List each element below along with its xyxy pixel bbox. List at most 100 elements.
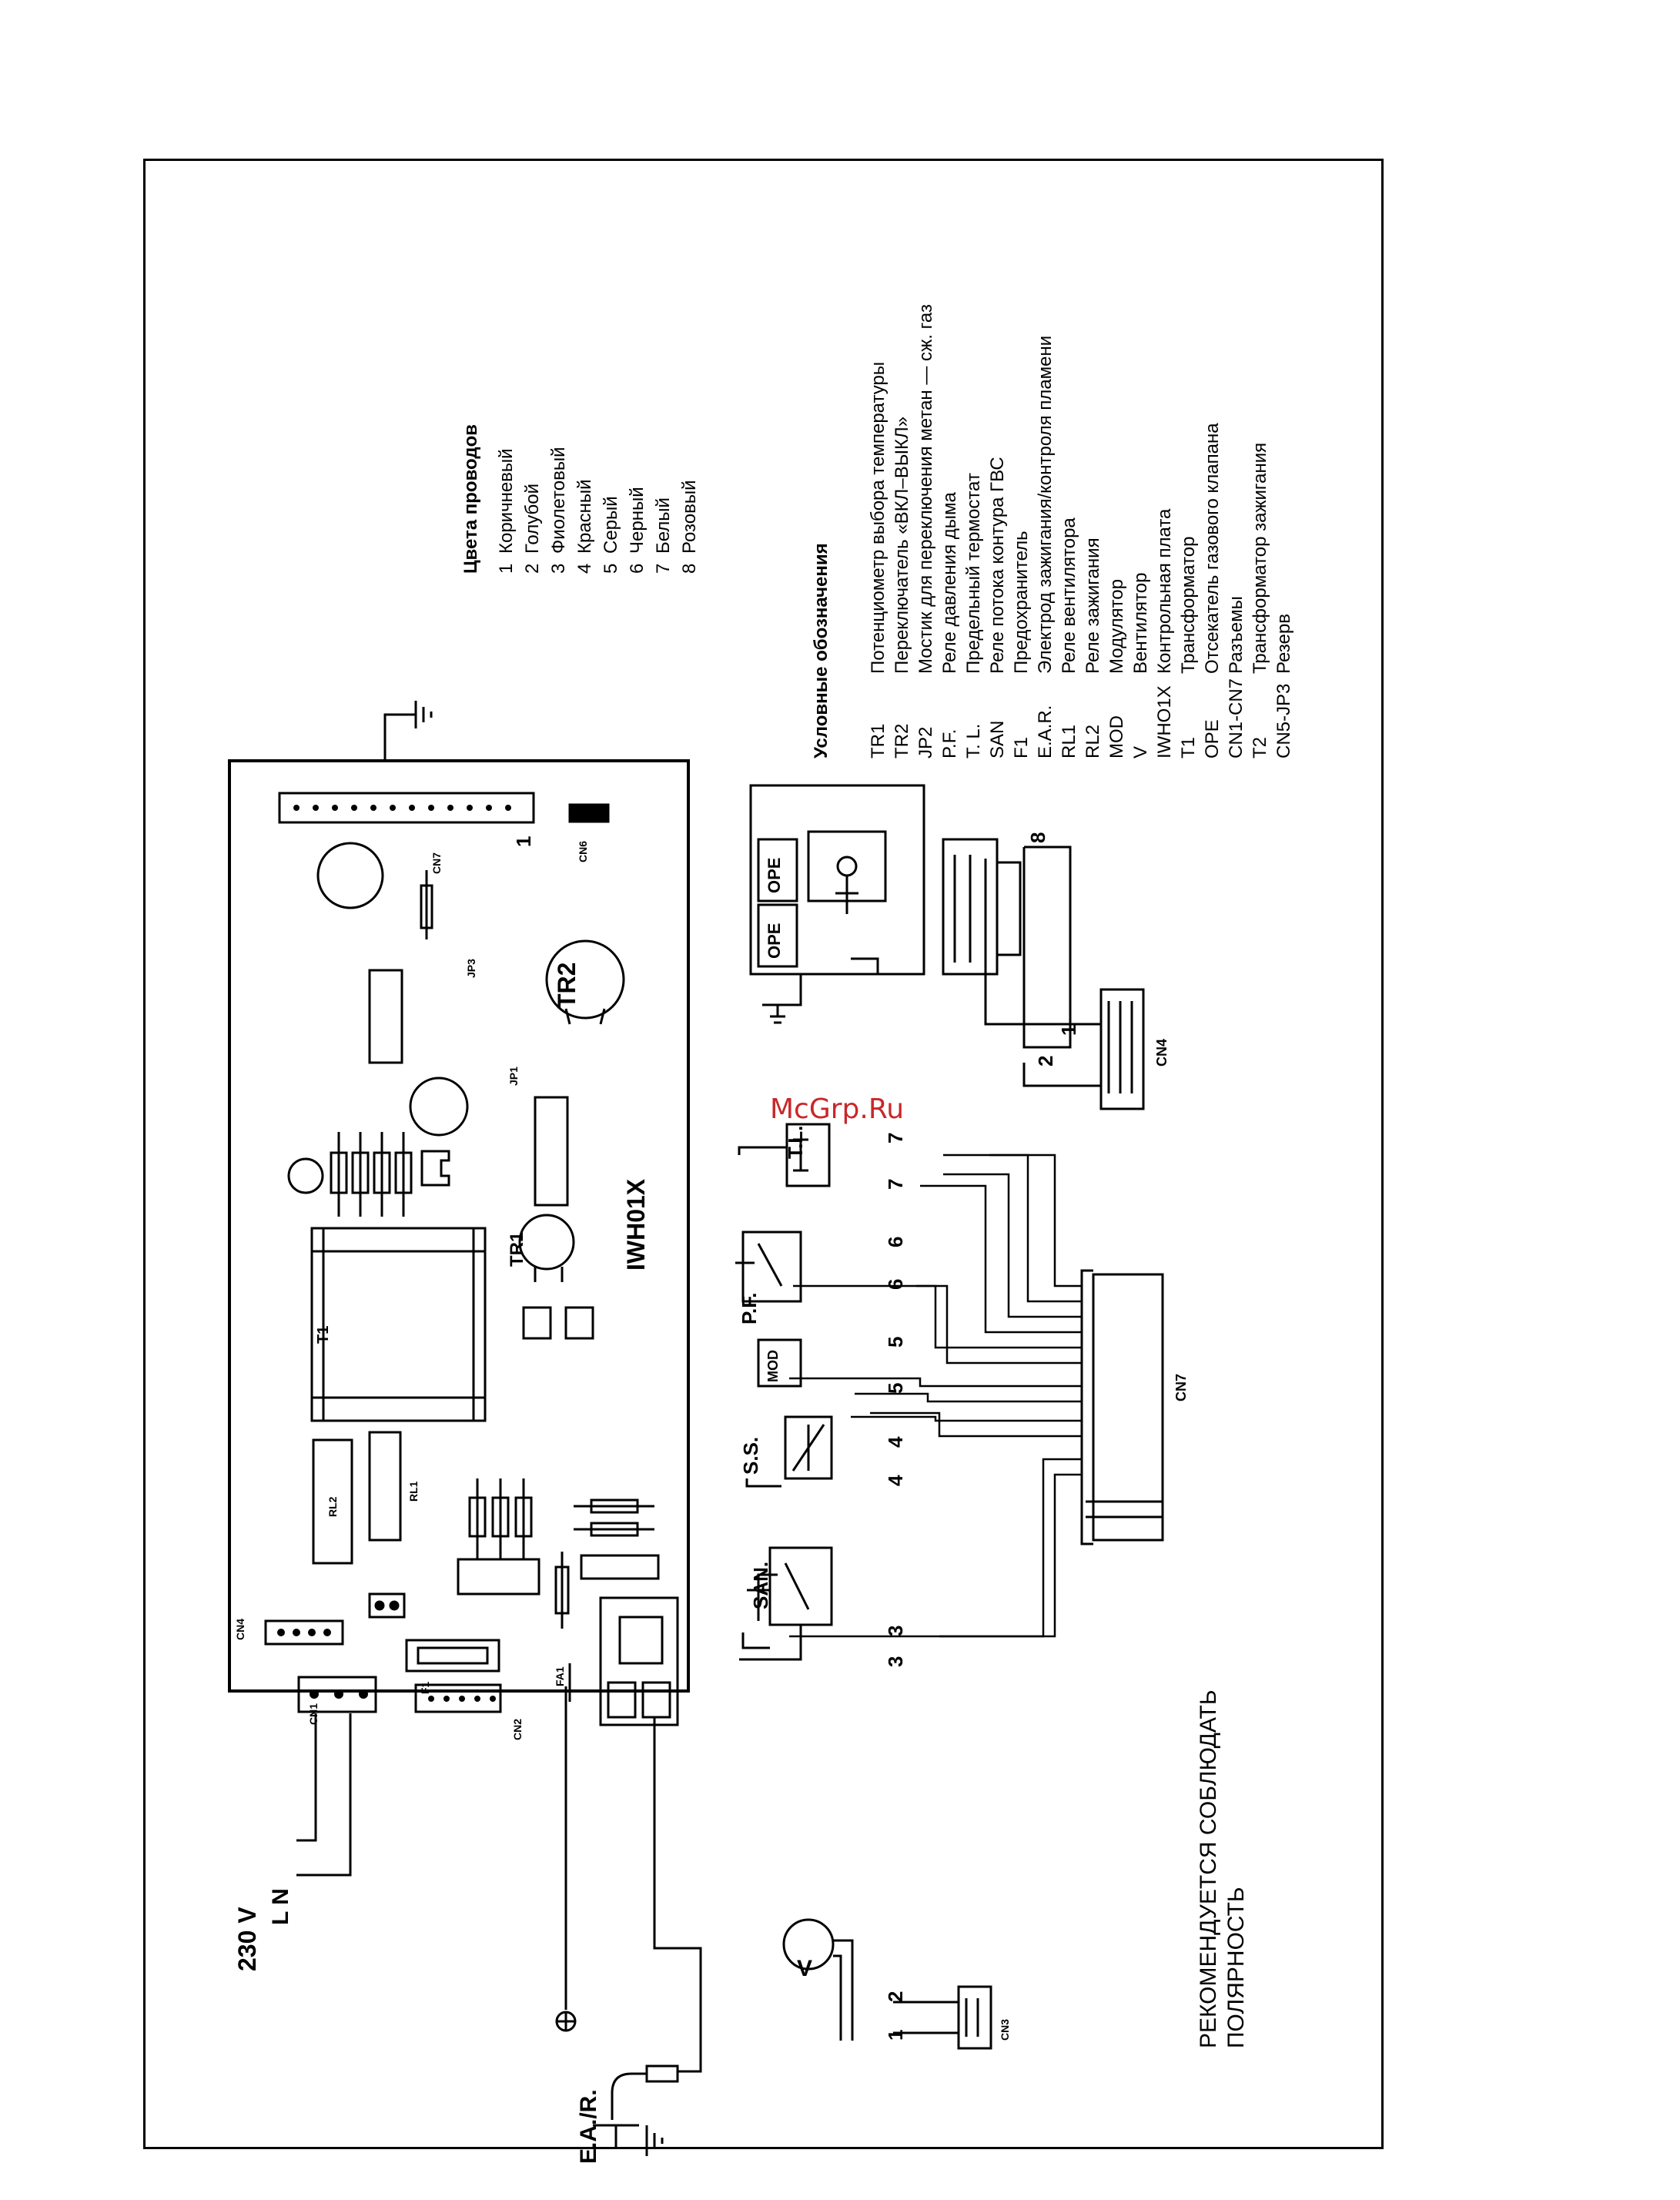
fan-motor xyxy=(782,1918,835,1971)
label-tr2: TR2 xyxy=(553,962,581,1009)
wire-num-6a: 6 xyxy=(884,1278,907,1290)
symbol-description: Предохранитель xyxy=(1011,531,1032,674)
symbol-row: TR2 Переключатель «ВКЛ–ВЫКЛ» xyxy=(892,304,912,758)
symbol-description: Предельный термостат xyxy=(963,473,984,674)
symbol-row: E.A.R. Электрод зажигания/контроля пламен… xyxy=(1035,304,1056,758)
symbol-code: JP2 xyxy=(915,726,936,758)
ss-sensor xyxy=(784,1415,833,1480)
symbol-description: Вентилятор xyxy=(1130,572,1151,674)
wire-color-name: Черный xyxy=(627,487,648,554)
wire-color-number: 5 xyxy=(601,563,621,574)
tr2-potentiometer xyxy=(545,939,625,1020)
symbol-code: T2 xyxy=(1250,736,1270,758)
symbol-description: Разъемы xyxy=(1226,596,1247,674)
label-cn1: CN1 xyxy=(307,1703,320,1725)
watermark: McGrp.Ru xyxy=(770,1093,905,1125)
label-cn4-ext: CN4 xyxy=(1154,1038,1170,1067)
label-mod: MOD xyxy=(765,1350,781,1382)
wire-num-1: 1 xyxy=(1057,1024,1080,1036)
label-cn7: CN7 xyxy=(1173,1373,1189,1401)
tr1-potentiometer xyxy=(518,1214,575,1271)
cn4-ext-connector xyxy=(1099,988,1145,1110)
cn2-connector xyxy=(414,1683,502,1713)
polarity-line-2: ПОЛЯРНОСТЬ xyxy=(1223,1887,1249,2048)
symbols-title: Условные обозначения xyxy=(811,543,832,758)
control-board xyxy=(228,759,690,1693)
symbol-code: T. L. xyxy=(963,723,984,758)
wire-color-name: Розовый xyxy=(679,480,700,554)
f1-fuse xyxy=(405,1639,500,1673)
label-pf: P.F. xyxy=(738,1292,761,1324)
wire-color-row: 6 Черный xyxy=(627,424,648,574)
wire-num-7a: 7 xyxy=(884,1178,907,1190)
symbol-code: TR2 xyxy=(892,723,912,758)
jumper-top xyxy=(568,803,610,823)
cn6-pins xyxy=(293,805,511,811)
label-ear: E.A./R. xyxy=(576,2089,601,2164)
cn3-connector xyxy=(957,1985,992,2050)
wire-color-row: 5 Серый xyxy=(601,424,621,574)
rl2-relay xyxy=(312,1438,353,1565)
symbol-code: F1 xyxy=(1011,736,1032,758)
label-ope-2: OPE xyxy=(765,923,784,959)
capacitor-2 xyxy=(409,1077,469,1137)
symbol-description: Мостик для переключения метан — сж. газ xyxy=(915,304,936,674)
symbol-description: Контрольная плата xyxy=(1154,508,1175,674)
symbol-description: Потенциометр выбора температуры xyxy=(868,361,889,674)
rl1-relay xyxy=(368,1431,402,1542)
symbol-description: Реле потока контура ГВС xyxy=(987,457,1008,674)
symbol-description: Электрод зажигания/контроля пламени xyxy=(1035,335,1056,674)
symbol-row: F1 Предохранитель xyxy=(1011,304,1032,758)
wire-color-number: 4 xyxy=(574,563,595,574)
symbol-description: Реле зажигания xyxy=(1083,537,1103,674)
label-board: IWH01X xyxy=(622,1178,650,1271)
ground-symbol xyxy=(383,701,433,761)
capacitor-3 xyxy=(287,1157,324,1194)
label-jp1: JP1 xyxy=(507,1067,520,1086)
wire-color-number: 8 xyxy=(679,563,700,574)
wire-num-3b: 3 xyxy=(884,1625,907,1636)
symbol-code: E.A.R. xyxy=(1035,705,1056,758)
wire-color-name: Серый xyxy=(601,496,621,554)
power-wire-l xyxy=(296,1713,317,1842)
wire-color-number: 1 xyxy=(496,563,517,574)
t2-coil xyxy=(942,838,999,976)
cn7-connector xyxy=(1092,1273,1164,1542)
diagram-frame xyxy=(143,159,1384,2149)
symbol-code: T1 xyxy=(1178,736,1199,758)
symbol-description: Реле давления дыма xyxy=(939,492,960,674)
wire-num-2: 2 xyxy=(1034,1055,1057,1067)
wire-color-row: 8 Розовый xyxy=(679,424,700,574)
symbol-description: Резерв xyxy=(1273,614,1294,674)
wire-colors-title: Цвета проводов xyxy=(460,424,481,574)
symbol-description: Переключатель «ВКЛ–ВЫКЛ» xyxy=(892,416,912,674)
resistor-bank-1 xyxy=(330,1132,413,1217)
wire-color-name: Белый xyxy=(653,497,674,554)
label-fa1: FA1 xyxy=(554,1666,566,1686)
label-t1: T1 xyxy=(315,1325,332,1344)
capacitor-1 xyxy=(316,842,384,909)
wire-color-number: 7 xyxy=(653,563,674,574)
symbol-code: RL1 xyxy=(1059,724,1079,758)
ope-gas-valve xyxy=(749,784,925,976)
symbol-code: V xyxy=(1130,745,1151,758)
label-v: V xyxy=(797,1956,813,1981)
wire-color-number: 6 xyxy=(627,563,648,574)
label-cn4-board: CN4 xyxy=(234,1618,246,1640)
pf-switch xyxy=(741,1231,802,1303)
wire-color-name: Красный xyxy=(574,479,595,554)
label-rl2: RL2 xyxy=(326,1496,339,1517)
wire-num-4a: 4 xyxy=(884,1475,907,1486)
wire-color-number: 3 xyxy=(548,563,569,574)
wire-num-5a: 5 xyxy=(884,1382,907,1394)
